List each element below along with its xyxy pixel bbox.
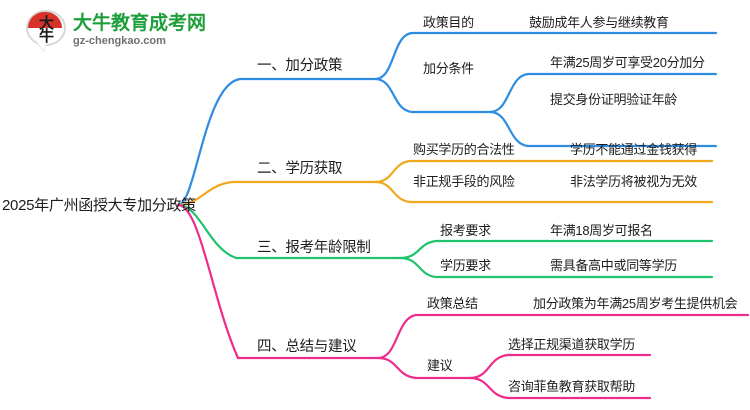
leaf-node-use-formal-channel[interactable]: 选择正规渠道获取学历 [508, 337, 636, 352]
logo-mark-char-2: 牛 [38, 28, 54, 45]
wire-advice-to-formal-channel [468, 353, 652, 380]
sub-node-irregular-means-risk[interactable]: 非正规手段的风险 [413, 174, 515, 189]
wire-branch4-to-advice [376, 356, 472, 380]
leaf-node-age-18-can-apply[interactable]: 年满18周岁可报名 [550, 223, 653, 238]
sub-node-policy-summary[interactable]: 政策总结 [427, 296, 478, 311]
site-logo[interactable]: 大 牛 大牛教育成考网 gz-chengkao.com [26, 8, 206, 52]
branch-node-4[interactable]: 四、总结与建议 [257, 339, 357, 355]
wire-root-to-branch4 [176, 203, 380, 360]
logo-mark-char-1: 大 [38, 15, 54, 32]
wire-root-to-branch2 [176, 180, 377, 207]
wire-cond-to-idproof [488, 110, 718, 148]
sub-node-education-requirement[interactable]: 学历要求 [440, 258, 491, 273]
leaf-node-encourage-adult-education[interactable]: 鼓励成年人参与继续教育 [529, 15, 669, 30]
sub-node-degree-purchase-legality[interactable]: 购买学历的合法性 [413, 142, 515, 157]
logo-title: 大牛教育成考网 [73, 12, 207, 34]
wire-branch3-to-exam-req [398, 239, 714, 260]
sub-node-bonus-condition[interactable]: 加分条件 [423, 61, 474, 76]
sub-node-policy-purpose[interactable]: 政策目的 [423, 15, 474, 30]
sub-node-advice[interactable]: 建议 [427, 358, 453, 373]
branch-node-3[interactable]: 三、报考年龄限制 [257, 240, 371, 256]
leaf-node-consult-feiyu-education[interactable]: 咨询菲鱼教育获取帮助 [508, 379, 636, 394]
logo-bubble-icon: 大 牛 [26, 10, 66, 50]
leaf-node-opportunity-for-25plus[interactable]: 加分政策为年满25周岁考生提供机会 [533, 296, 738, 311]
leaf-node-degree-not-buyable[interactable]: 学历不能通过金钱获得 [570, 142, 698, 157]
leaf-node-illegal-degree-invalid[interactable]: 非法学历将被视为无效 [570, 174, 698, 189]
logo-subtitle: gz-chengkao.com [73, 34, 166, 47]
sub-node-application-requirement[interactable]: 报考要求 [440, 223, 491, 238]
wire-branch1-to-bonus-condition [373, 77, 492, 114]
leaf-node-age-25-bonus[interactable]: 年满25周岁可享受20分加分 [550, 55, 705, 70]
branch-node-2[interactable]: 二、学历获取 [257, 161, 343, 177]
wire-root-to-branch1 [176, 77, 377, 207]
leaf-node-highschool-equivalent[interactable]: 需具备高中或同等学历 [550, 258, 678, 273]
leaf-node-id-verification[interactable]: 提交身份证明验证年龄 [550, 92, 678, 107]
root-node[interactable]: 2025年广州函授大专加分政策 [2, 197, 196, 214]
branch-node-1[interactable]: 一、加分政策 [257, 58, 343, 74]
